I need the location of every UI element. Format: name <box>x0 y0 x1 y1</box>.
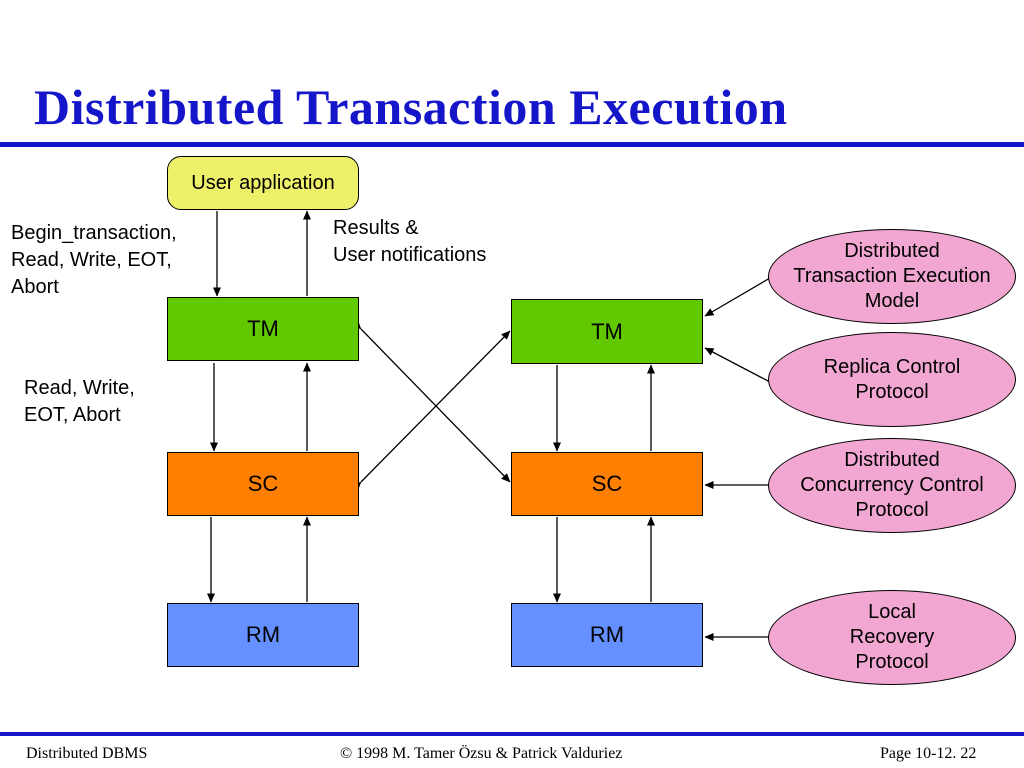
right-rm-box: RM <box>511 603 703 667</box>
footer-divider <box>0 732 1024 736</box>
read-write-eot-abort-label: Read, Write, EOT, Abort <box>24 377 135 426</box>
right-sc-box: SC <box>511 452 703 516</box>
footer-copyright: © 1998 M. Tamer Özsu & Patrick Valduriez <box>340 745 623 762</box>
left-tm-box: TM <box>167 297 359 361</box>
ellipse-local-recovery-protocol: Local Recovery Protocol <box>768 590 1016 685</box>
footer-left: Distributed DBMS <box>26 745 148 762</box>
left-sc-box: SC <box>167 452 359 516</box>
title-divider <box>0 142 1024 147</box>
footer-page-number: Page 10-12. 22 <box>880 745 977 762</box>
right-tm-box: TM <box>511 299 703 364</box>
arrow-replica-to-tm <box>704 347 771 383</box>
ellipse-distributed-transaction-execution-model: Distributed Transaction Execution Model <box>768 229 1016 324</box>
slide-title: Distributed Transaction Execution <box>34 79 788 135</box>
ellipse-replica-control-protocol: Replica Control Protocol <box>768 332 1016 427</box>
arrow-left-sc-right-tm <box>352 330 511 491</box>
results-notifications-label: Results & User notifications <box>333 217 487 266</box>
user-application-box: User application <box>167 156 359 210</box>
ellipse-distributed-concurrency-control-protocol: Distributed Concurrency Control Protocol <box>768 438 1016 533</box>
begin-transaction-label: Begin_transaction, Read, Write, EOT, Abo… <box>11 222 177 298</box>
arrow-model-to-tm <box>704 277 771 317</box>
left-rm-box: RM <box>167 603 359 667</box>
